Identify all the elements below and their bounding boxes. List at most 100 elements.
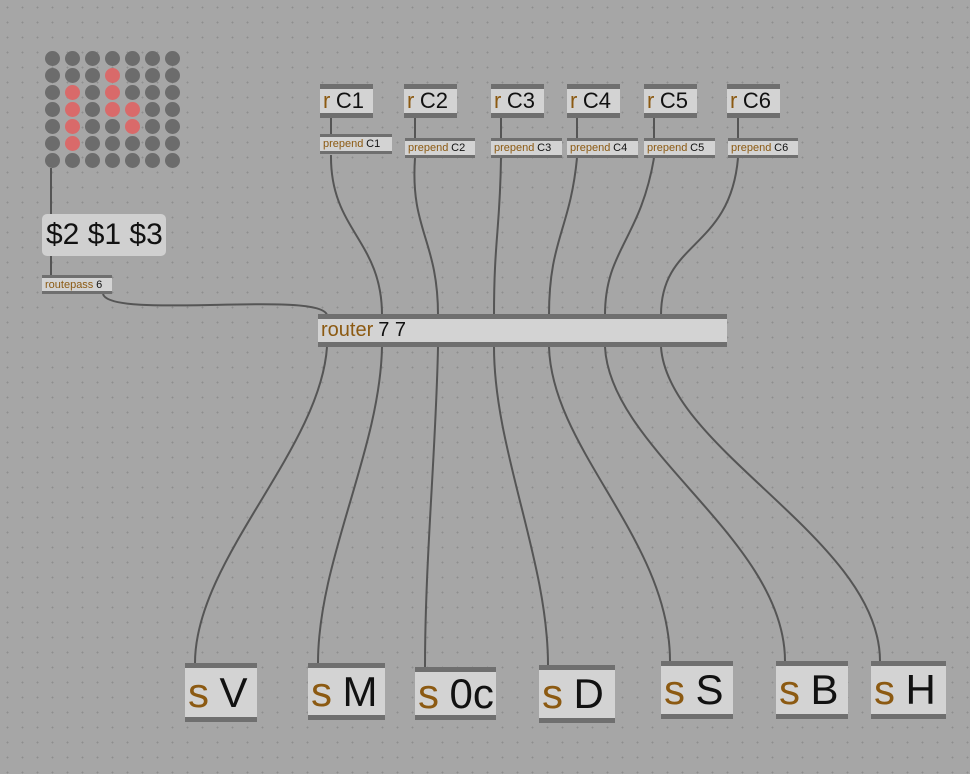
object-class: s: [542, 670, 563, 717]
matrix-cell[interactable]: [45, 136, 60, 151]
matrix-cell[interactable]: [45, 119, 60, 134]
matrix-cell[interactable]: [45, 51, 60, 66]
object-arg: B: [810, 666, 839, 713]
matrix-cell[interactable]: [145, 119, 160, 134]
object-arg: C4: [613, 142, 628, 154]
object-class: s: [418, 669, 439, 717]
object-class: r: [730, 88, 738, 113]
message-text: $2 $1 $3: [46, 218, 163, 251]
object-class: prepend: [647, 142, 688, 154]
matrix-cell[interactable]: [85, 119, 100, 134]
object-arg: C5: [690, 142, 705, 154]
matrix-cell[interactable]: [65, 136, 80, 151]
matrix-cell[interactable]: [145, 102, 160, 117]
led-matrix[interactable]: [42, 50, 180, 170]
object-class: r: [647, 88, 655, 113]
object-arg: C1: [335, 88, 364, 113]
object-arg: C3: [537, 142, 552, 154]
object-arg: D: [573, 670, 604, 717]
object-class: prepend: [570, 142, 611, 154]
object-class: r: [407, 88, 415, 113]
matrix-cell[interactable]: [105, 68, 120, 83]
object-arg: H: [905, 666, 936, 713]
matrix-cell[interactable]: [85, 153, 100, 168]
object-arg: C3: [506, 88, 535, 113]
matrix-cell[interactable]: [65, 153, 80, 168]
matrix-cell[interactable]: [85, 68, 100, 83]
matrix-cell[interactable]: [165, 102, 180, 117]
object-class: prepend: [323, 138, 364, 150]
matrix-cell[interactable]: [105, 119, 120, 134]
object-arg: C5: [659, 88, 688, 113]
matrix-cell[interactable]: [65, 102, 80, 117]
object-arg: 0c: [449, 669, 494, 717]
object-class: routepass: [45, 278, 94, 291]
matrix-cell[interactable]: [125, 68, 140, 83]
matrix-cell[interactable]: [145, 51, 160, 66]
matrix-cell[interactable]: [165, 51, 180, 66]
matrix-cell[interactable]: [65, 51, 80, 66]
object-arg: C6: [742, 88, 771, 113]
object-class: router: [321, 319, 374, 341]
matrix-cell[interactable]: [145, 85, 160, 100]
object-class: prepend: [408, 142, 449, 154]
matrix-cell[interactable]: [105, 51, 120, 66]
matrix-cell[interactable]: [105, 153, 120, 168]
object-class: r: [323, 88, 331, 113]
matrix-cell[interactable]: [85, 51, 100, 66]
matrix-cell[interactable]: [145, 136, 160, 151]
matrix-cell[interactable]: [165, 136, 180, 151]
matrix-cell[interactable]: [65, 85, 80, 100]
matrix-cell[interactable]: [105, 136, 120, 151]
matrix-cell[interactable]: [165, 85, 180, 100]
message-box[interactable]: $2 $1 $3: [42, 214, 166, 256]
matrix-cell[interactable]: [145, 153, 160, 168]
matrix-cell[interactable]: [165, 68, 180, 83]
matrix-cell[interactable]: [45, 85, 60, 100]
matrix-cell[interactable]: [125, 85, 140, 100]
matrix-cell[interactable]: [125, 51, 140, 66]
matrix-cell[interactable]: [85, 85, 100, 100]
object-arg: C2: [419, 88, 448, 113]
matrix-cell[interactable]: [45, 102, 60, 117]
matrix-cell[interactable]: [65, 68, 80, 83]
matrix-cell[interactable]: [45, 153, 60, 168]
matrix-cell[interactable]: [105, 102, 120, 117]
matrix-cell[interactable]: [125, 136, 140, 151]
object-arg: V: [219, 668, 248, 716]
matrix-cell[interactable]: [125, 102, 140, 117]
matrix-cell[interactable]: [165, 119, 180, 134]
object-class: s: [664, 666, 685, 713]
matrix-cell[interactable]: [45, 68, 60, 83]
object-class: prepend: [731, 142, 772, 154]
matrix-cell[interactable]: [85, 102, 100, 117]
matrix-cell[interactable]: [85, 136, 100, 151]
matrix-cell[interactable]: [125, 119, 140, 134]
matrix-cell[interactable]: [145, 68, 160, 83]
matrix-cell[interactable]: [65, 119, 80, 134]
matrix-cell[interactable]: [105, 85, 120, 100]
matrix-cell[interactable]: [165, 153, 180, 168]
matrix-cell[interactable]: [125, 153, 140, 168]
